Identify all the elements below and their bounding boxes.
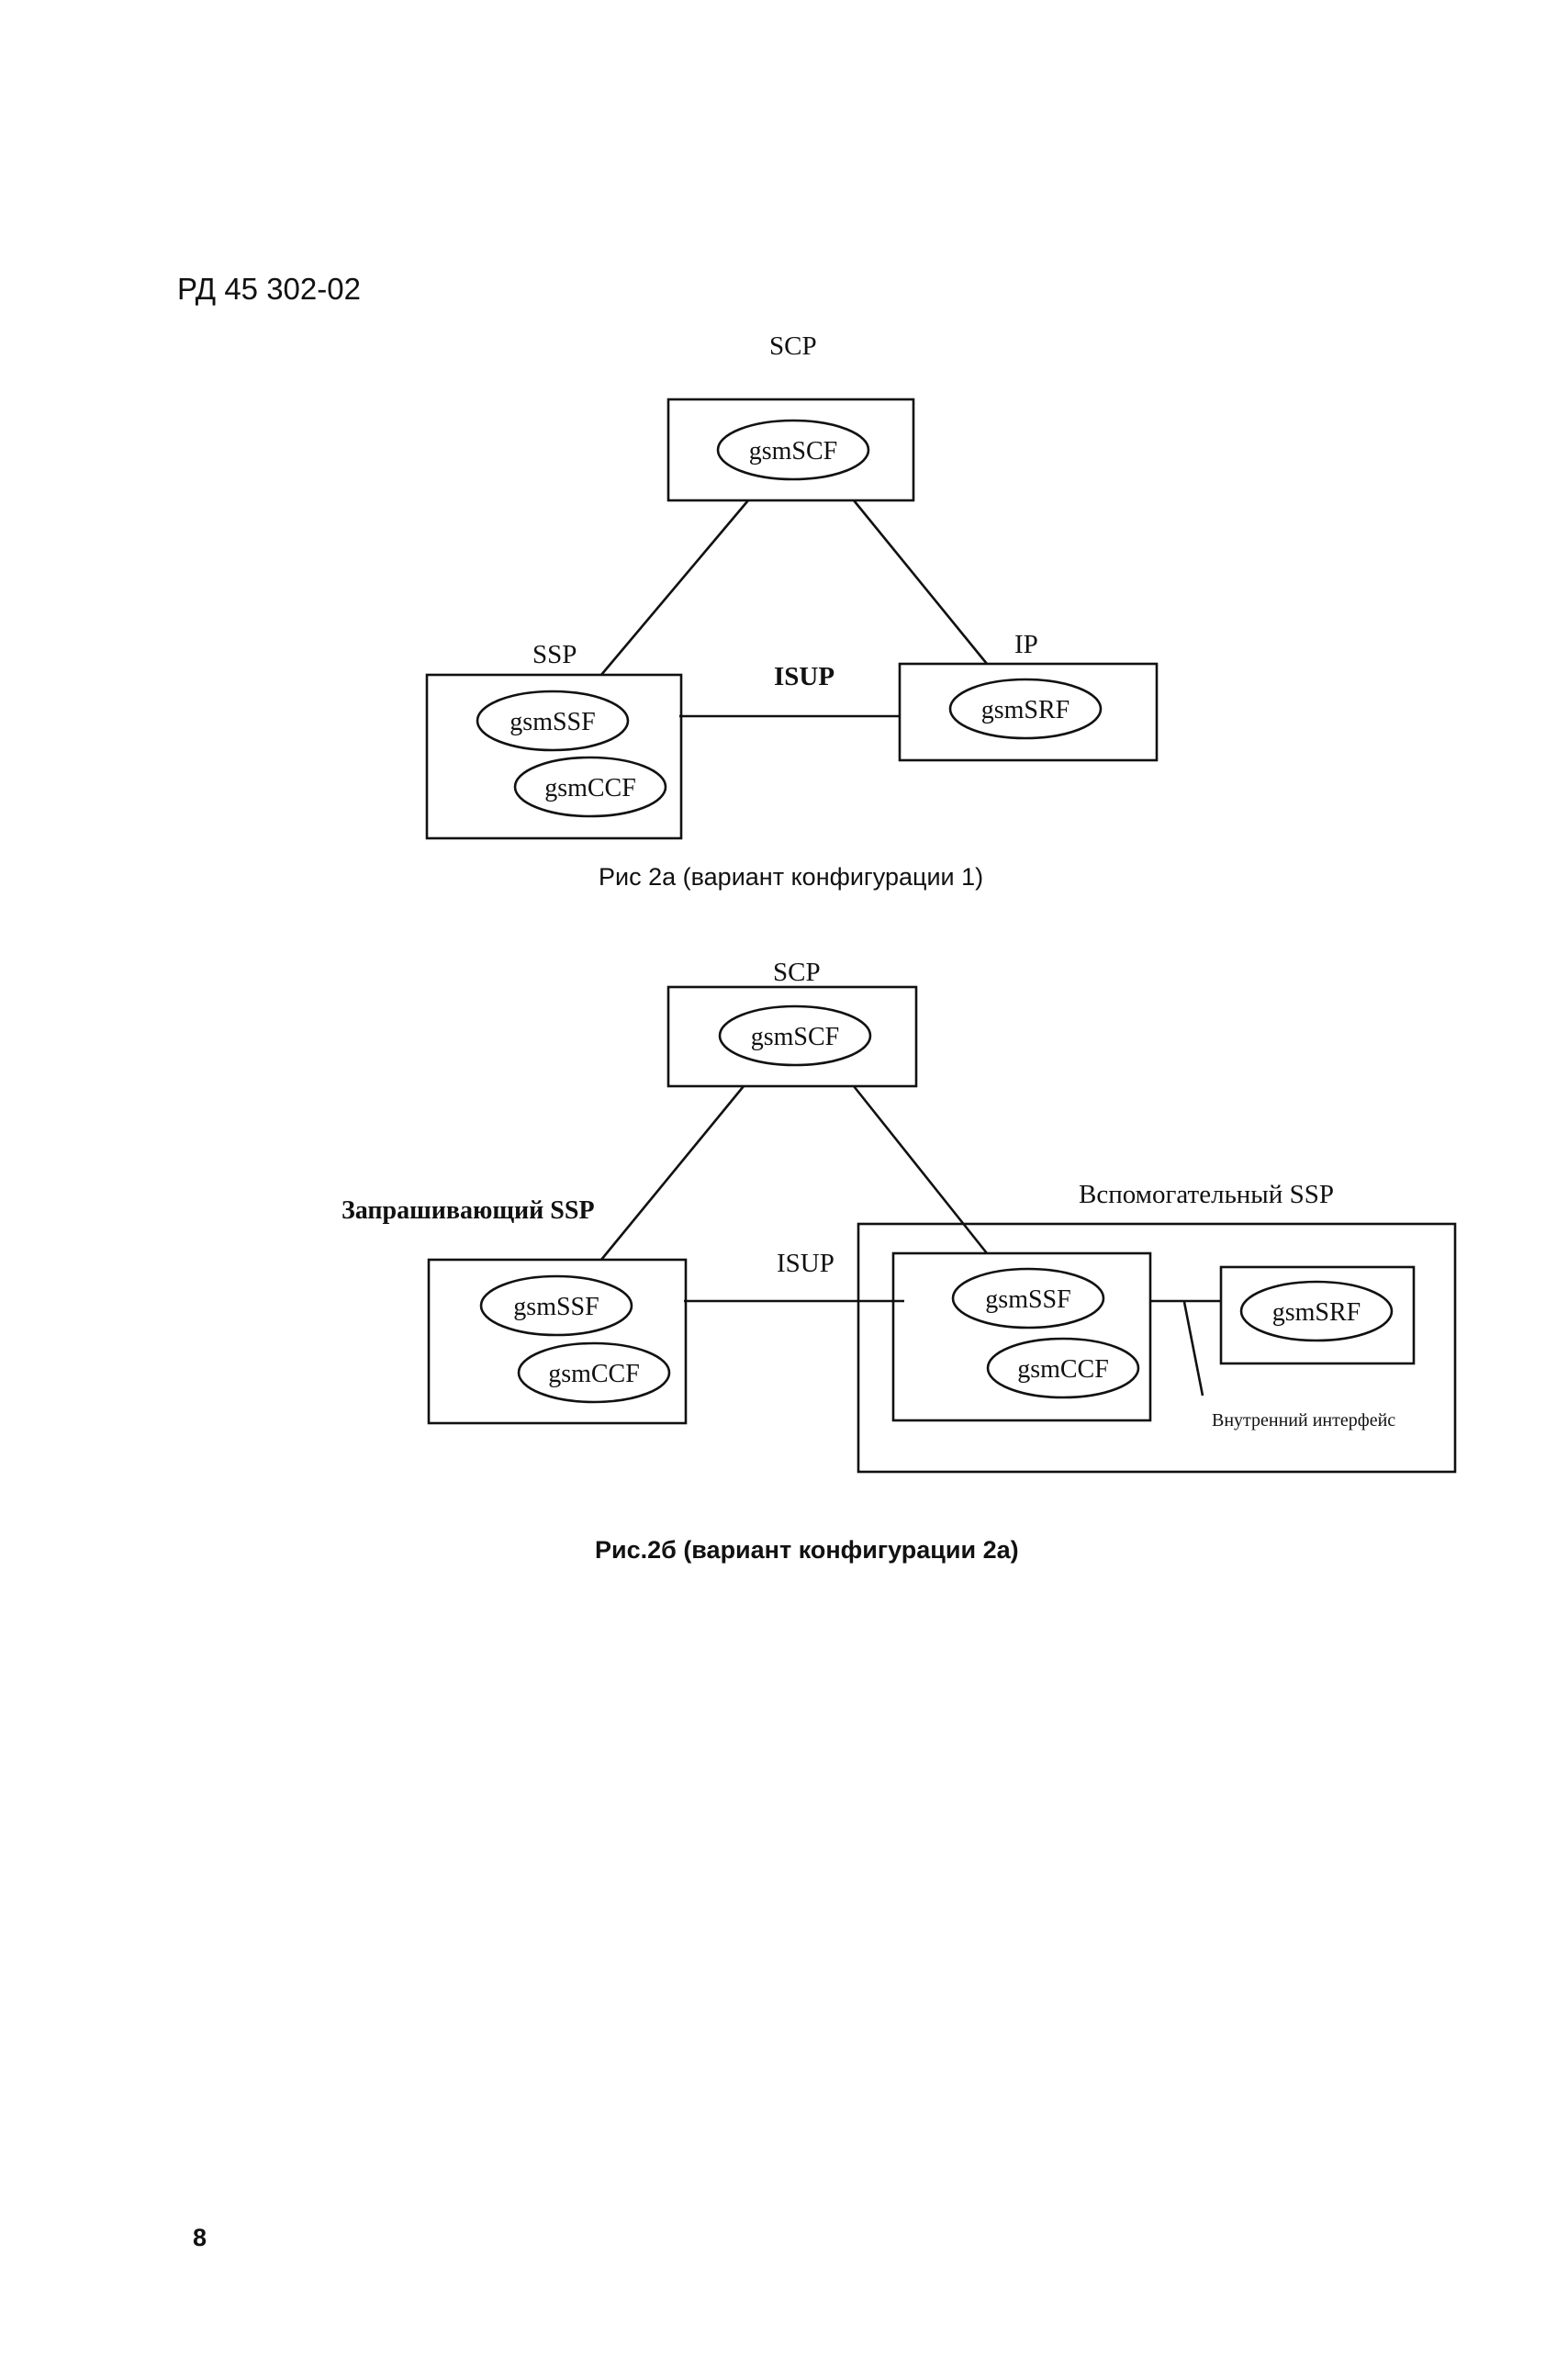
fig-a-caption: Рис 2а (вариант конфигурации 1) (599, 863, 984, 891)
aux-gsmccf-ellipse (986, 1337, 1140, 1399)
fig-b-caption: Рис.2б (вариант конфигурации 2а) (595, 1536, 1019, 1564)
fig-a-ssp-label: SSP (532, 640, 577, 669)
req-gsmssf-ellipse (479, 1274, 633, 1337)
req-ssp-box (427, 1258, 688, 1425)
ip-box (898, 662, 1159, 762)
document-code: РД 45 302-02 (177, 272, 361, 306)
fig-b-scp-label: SCP (773, 958, 821, 987)
fig-a-ssp-node1: gsmSSF (510, 708, 595, 736)
ip-gsmsrf-ellipse (948, 678, 1103, 740)
ssp-gsmssf-ellipse (476, 690, 630, 752)
fig-b-isup-label: ISUP (777, 1249, 834, 1278)
line-scp-aux-ssp (852, 1085, 989, 1254)
fig-b-srf-node: gsmSRF (1272, 1298, 1361, 1327)
line-scp-ssp (600, 499, 749, 676)
fig-a-ip-label: IP (1014, 630, 1038, 659)
aux-gsmssf-ellipse (951, 1267, 1105, 1329)
scp-box-b (666, 985, 918, 1088)
aux-gsmsrf-ellipse (1239, 1280, 1394, 1342)
fig-a-scp-node: gsmSCF (749, 437, 838, 466)
figure-2a (425, 398, 1159, 840)
scp-gsmscf-ellipse (716, 419, 870, 481)
fig-b-scp-node: gsmSCF (751, 1023, 840, 1051)
line-scp-ip (852, 499, 989, 665)
line-internal-pointer (1182, 1301, 1204, 1397)
ssp-box (425, 673, 683, 840)
aux-ssp-outer-box (857, 1222, 1457, 1474)
fig-b-req-ssp-label: Запрашивающий SSP (342, 1196, 595, 1225)
fig-a-isup-label: ISUP (774, 662, 834, 691)
page-number: 8 (193, 2224, 207, 2251)
req-gsmccf-ellipse (517, 1341, 671, 1404)
fig-a-ssp-node2: gsmCCF (544, 774, 636, 802)
scp-gsmscf-ellipse-b (718, 1004, 872, 1067)
aux-ssp-inner-box (891, 1251, 1152, 1422)
fig-b-aux-ssp-label: Вспомогательный SSP (1079, 1180, 1334, 1209)
aux-srf-box (1219, 1265, 1416, 1365)
figure-2b (427, 985, 1457, 1474)
fig-a-ip-node: gsmSRF (981, 696, 1070, 724)
fig-b-aux-node1: gsmSSF (985, 1285, 1070, 1314)
fig-b-aux-node2: gsmCCF (1017, 1355, 1109, 1384)
fig-b-internal-label: Внутренний интерфейс (1212, 1410, 1395, 1430)
line-scp-req-ssp (599, 1085, 745, 1261)
fig-a-scp-label: SCP (769, 331, 817, 361)
fig-b-req-node2: gsmCCF (548, 1360, 640, 1388)
ssp-gsmccf-ellipse (513, 756, 667, 818)
fig-b-req-node1: gsmSSF (513, 1293, 599, 1321)
scp-box (666, 398, 915, 502)
